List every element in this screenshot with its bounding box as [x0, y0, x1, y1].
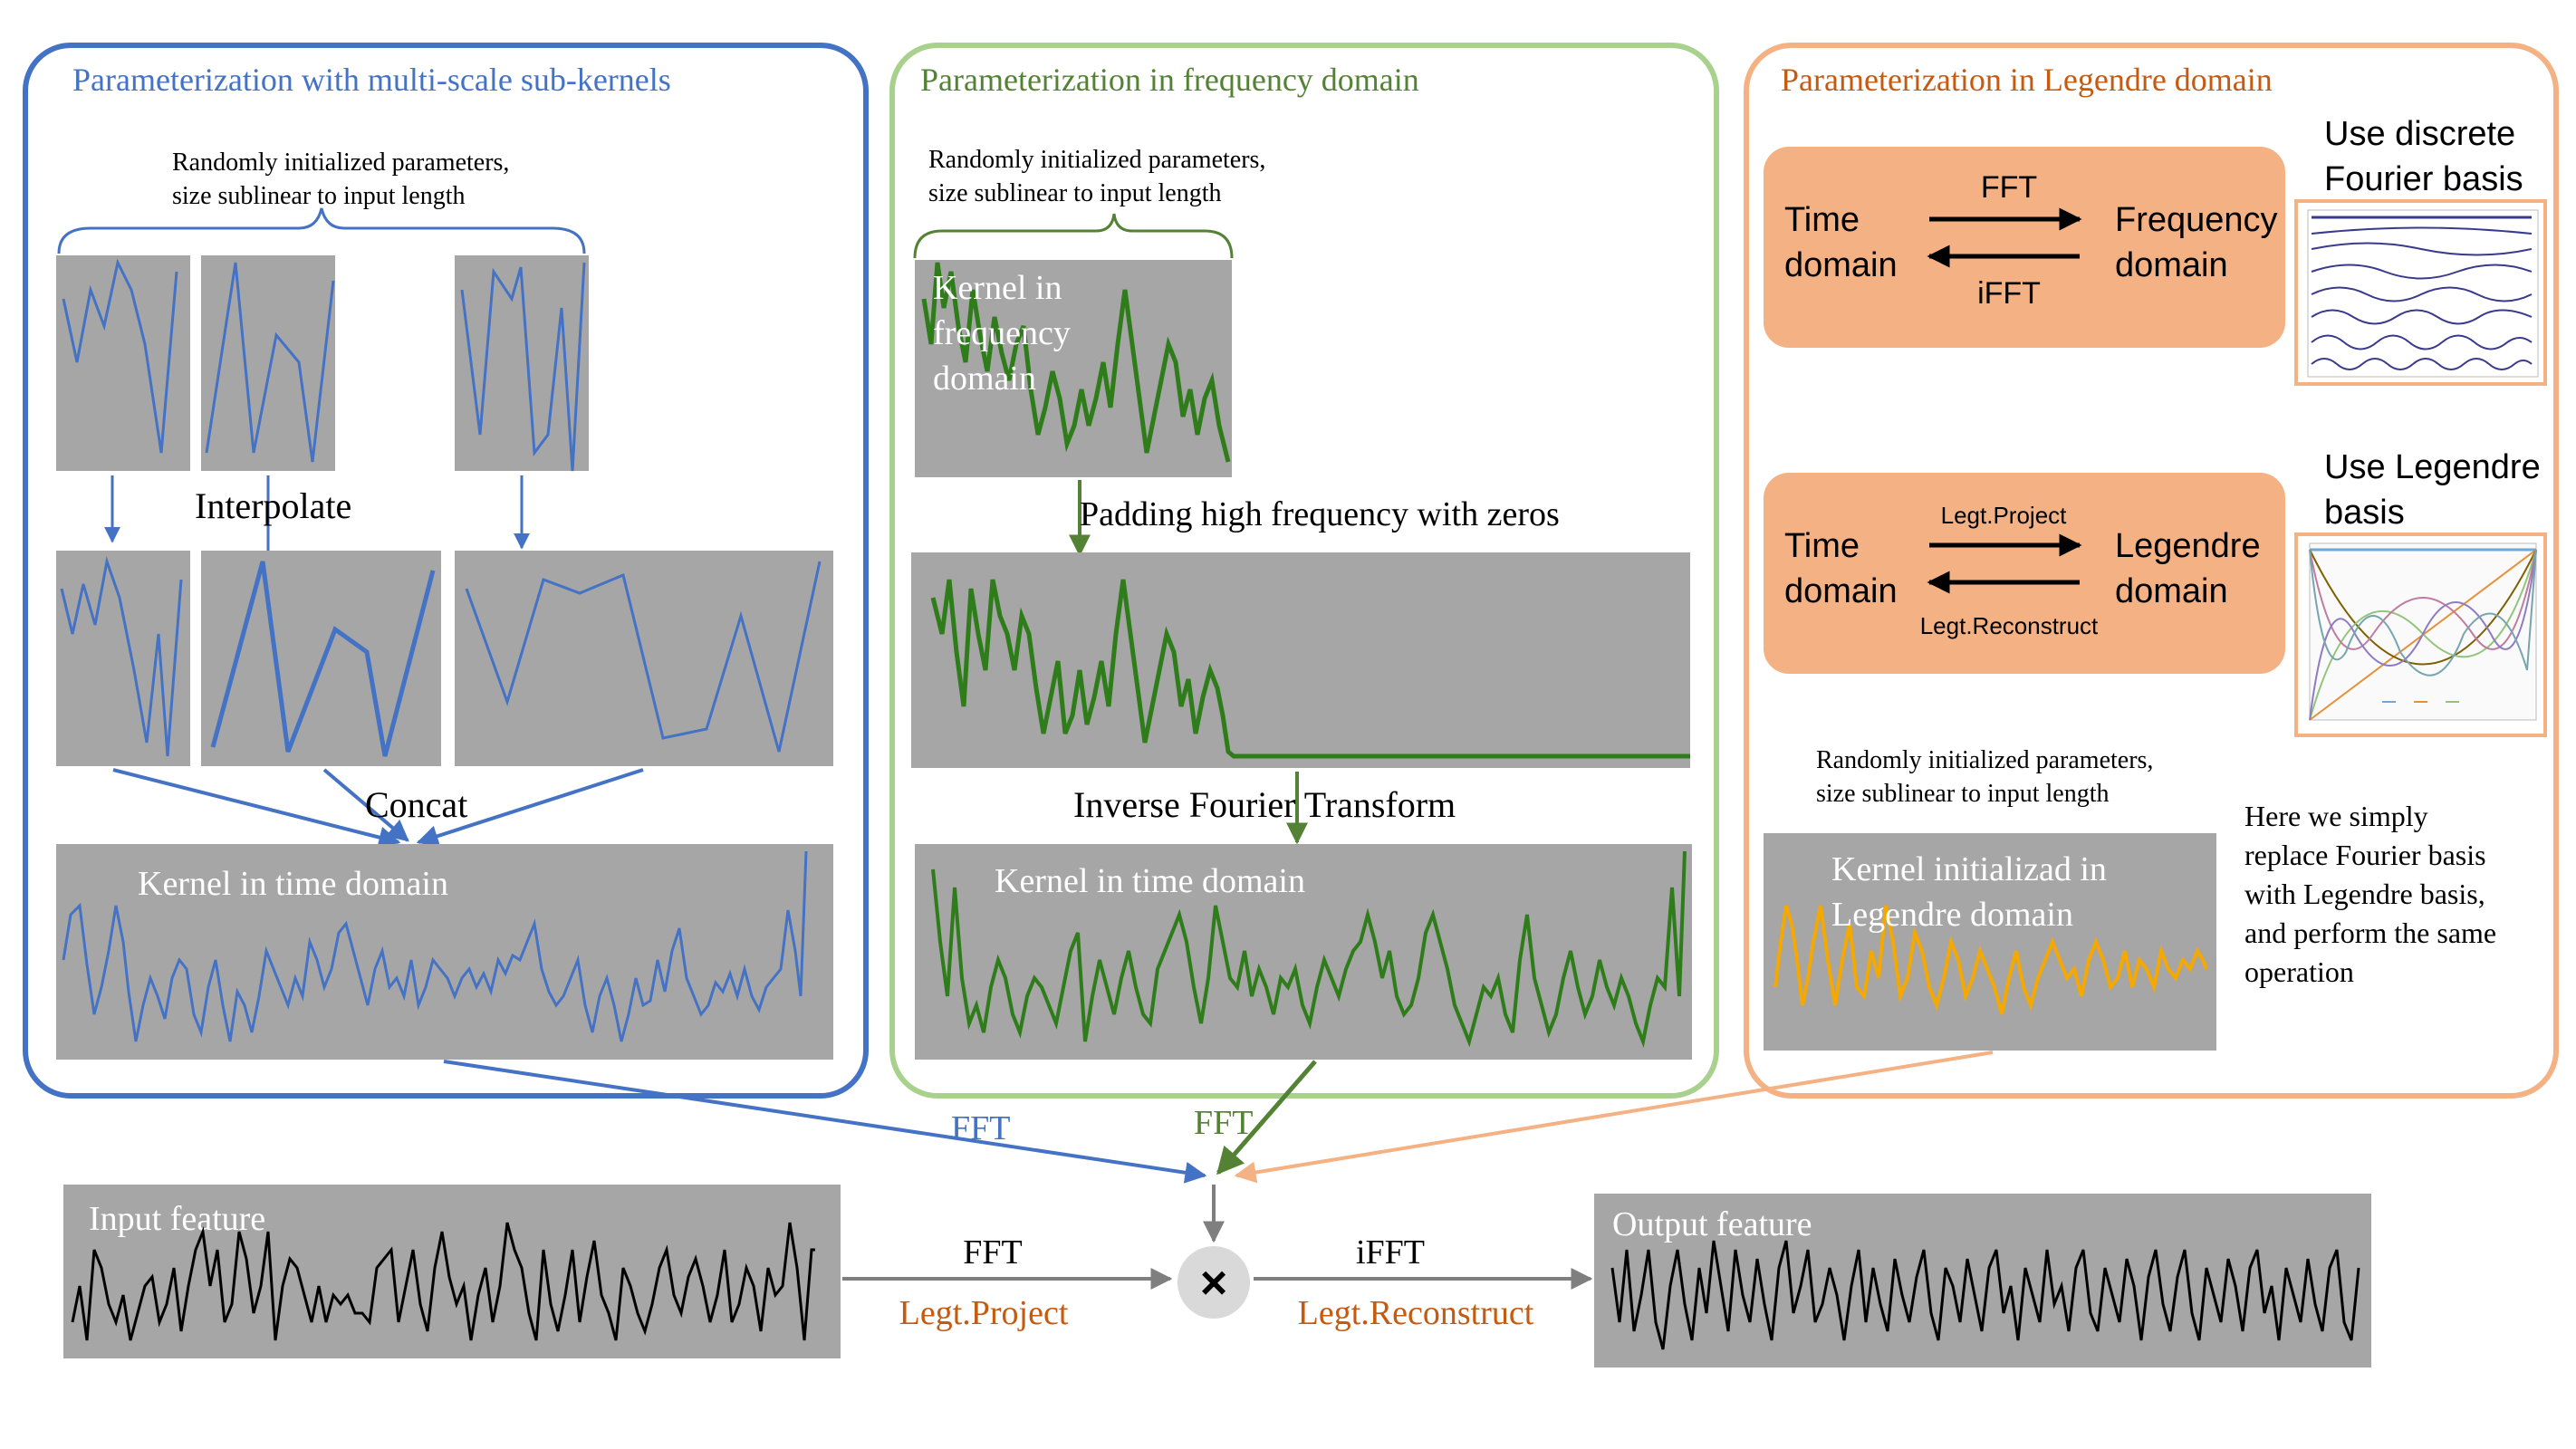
kernel-time-box-1	[56, 844, 833, 1060]
kernel-freq-label-2: frequency	[933, 314, 1071, 352]
legt-project-label: Legt.Project	[1941, 502, 2068, 529]
legendre-note-3: with Legendre basis,	[2244, 878, 2485, 910]
kernel-freq-box	[915, 260, 1232, 477]
kernel-legendre-line	[1773, 905, 2208, 1015]
legt-reconstruct-bottom-label: Legt.Reconstruct	[1298, 1294, 1534, 1332]
padded-line	[930, 579, 1690, 759]
legendre-basis-plot	[2294, 533, 2547, 737]
fft-blue-label: FFT	[951, 1109, 1010, 1147]
arrow-concat-1	[112, 768, 401, 849]
fourier-caption-b: Fourier basis	[2324, 160, 2523, 198]
interp-box-1	[56, 551, 190, 766]
kernel-legendre-box	[1764, 833, 2216, 1051]
random-note-1b: size sublinear to input length	[172, 182, 466, 210]
panel-frequency: Parameterization in frequency domain Ran…	[889, 43, 1719, 1099]
ifft-bottom-label: iFFT	[1977, 276, 2041, 311]
legendre-domain-a: Legendre	[2115, 527, 2261, 565]
arrow-concat-2	[322, 768, 409, 842]
bottom-row: Input feature FFT Legt.Project × iFFT Le…	[63, 1185, 2371, 1367]
kernel-freq-label-1: Kernel in	[933, 269, 1062, 307]
arrow-blue-fft	[443, 1060, 1207, 1184]
frequency-domain-a: Frequency	[2115, 201, 2278, 239]
multiply-node	[1177, 1246, 1250, 1319]
kernel-freq-line	[921, 262, 1231, 463]
kernel-time-box-2	[915, 844, 1692, 1060]
padding-label: Padding high frequency with zeros	[1080, 495, 1560, 533]
kernel-time-line-2	[931, 850, 1687, 1048]
panel-legendre-title: Parameterization in Legendre domain	[1781, 62, 2273, 98]
ift-label: Inverse Fourier Transform	[1073, 784, 1456, 825]
multiply-icon: ×	[1200, 1257, 1227, 1310]
subkernel-line-1	[62, 258, 178, 454]
frequency-domain-b: domain	[2115, 246, 2228, 284]
legendre-note-5: operation	[2244, 955, 2354, 988]
brace-1	[57, 207, 586, 254]
random-note-2b: size sublinear to input length	[928, 179, 1222, 207]
fft-conversion-box	[1764, 147, 2285, 348]
panel-multiscale-title: Parameterization with multi-scale sub-ke…	[72, 62, 671, 98]
kernel-time-label-1: Kernel in time domain	[138, 865, 448, 903]
interp-line-1	[60, 556, 183, 757]
fft-top-label: FFT	[1981, 170, 2037, 205]
interp-line-2	[210, 561, 436, 757]
output-feature-line	[1610, 1240, 2360, 1350]
legendre-caption-b: basis	[2324, 494, 2405, 532]
panel-multiscale: Parameterization with multi-scale sub-ke…	[23, 43, 869, 1099]
time-domain-2a: Time	[1784, 527, 1860, 565]
legendre-note-2: replace Fourier basis	[2244, 839, 2486, 871]
output-feature-label: Output feature	[1612, 1205, 1812, 1243]
legendre-note-1: Here we simply	[2244, 800, 2428, 832]
concat-label: Concat	[365, 784, 467, 825]
legendre-domain-b: domain	[2115, 572, 2228, 610]
fft-label: FFT	[963, 1233, 1022, 1271]
kernel-time-label-2: Kernel in time domain	[995, 862, 1305, 900]
time-domain-1b: domain	[1784, 246, 1898, 284]
legendre-note-4: and perform the same	[2244, 916, 2496, 949]
kernel-legendre-label-a: Kernel initializad in	[1831, 850, 2107, 888]
interp-box-2	[201, 551, 441, 766]
legendre-caption-a: Use Legendre	[2324, 448, 2541, 486]
time-domain-1a: Time	[1784, 201, 1860, 239]
legt-reconstruct-label: Legt.Reconstruct	[1920, 612, 2099, 639]
fourier-basis-plot	[2294, 199, 2547, 386]
brace-2	[913, 213, 1234, 259]
ifft-label: iFFT	[1356, 1233, 1425, 1271]
subkernel-box-2	[201, 255, 335, 471]
random-note-2a: Randomly initialized parameters,	[928, 146, 1265, 174]
arrow-orange	[1234, 1051, 1994, 1184]
interpolate-label: Interpolate	[195, 485, 351, 526]
kernel-legendre-label-b: Legendre domain	[1831, 896, 2073, 934]
arrow-green-fft	[1216, 1060, 1317, 1176]
fourier-caption-a: Use discrete	[2324, 115, 2515, 153]
output-feature-box	[1594, 1194, 2371, 1367]
panel-legendre-frame	[1744, 43, 2559, 1099]
panel-legendre: Parameterization in Legendre domain Time…	[1744, 43, 2559, 1099]
interp-line-3	[465, 561, 822, 753]
legt-project-bottom-label: Legt.Project	[899, 1294, 1069, 1332]
panel-frequency-frame	[889, 43, 1719, 1099]
legendre-conversion-box	[1764, 473, 2285, 674]
fft-green-label: FFT	[1194, 1104, 1253, 1142]
subkernel-line-3	[460, 262, 586, 472]
panel-frequency-title: Parameterization in frequency domain	[920, 62, 1419, 98]
arrow-concat-3	[416, 768, 644, 847]
time-domain-2b: domain	[1784, 572, 1898, 610]
kernel-freq-label-3: domain	[933, 360, 1036, 398]
kernel-time-line-1	[62, 850, 808, 1042]
random-note-1a: Randomly initialized parameters,	[172, 149, 509, 177]
input-feature-label: Input feature	[89, 1200, 265, 1238]
random-note-3b: size sublinear to input length	[1816, 780, 2110, 808]
random-note-3a: Randomly initialized parameters,	[1816, 746, 2153, 774]
panel-multiscale-frame	[23, 43, 869, 1099]
input-feature-box	[63, 1185, 841, 1358]
padded-box	[911, 552, 1690, 768]
input-feature-line	[71, 1222, 815, 1341]
subkernel-line-2	[205, 262, 335, 463]
